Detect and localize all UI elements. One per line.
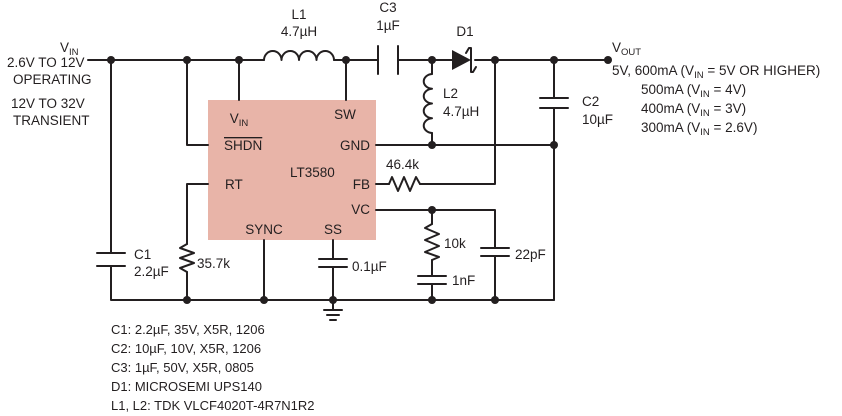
junction-dots — [107, 56, 612, 304]
css-value: 0.1µF — [352, 259, 387, 274]
capacitor-compensation — [417, 275, 447, 285]
input-range-transient: 12V TO 32V — [11, 96, 85, 111]
bom-line: C2: 10µF, 10V, X5R, 1206 — [111, 341, 261, 356]
l1-ref: L1 — [291, 7, 306, 22]
rc-value: 10k — [444, 236, 466, 251]
inductor-l2 — [422, 73, 433, 134]
l2-ref: L2 — [443, 86, 458, 101]
pin-vin: VIN — [230, 111, 249, 129]
resistor-rt-35k7 — [179, 243, 195, 273]
vout-label: VOUT — [612, 40, 641, 58]
resistor-fb-46k4 — [388, 176, 421, 192]
c3-value: 1µF — [376, 18, 400, 33]
c1-ref: C1 — [134, 247, 151, 262]
pin-fb: FB — [353, 177, 370, 192]
pin-shdn: SHDN — [224, 138, 262, 153]
c3-ref: C3 — [379, 0, 396, 15]
pin-vc: VC — [351, 202, 370, 217]
capacitor-soft-start — [318, 258, 348, 268]
c2-value: 10µF — [582, 112, 613, 127]
resistor-vc-10k — [424, 223, 440, 261]
input-operating-label: OPERATING — [13, 72, 92, 87]
pin-sw: SW — [334, 107, 356, 122]
input-transient-label: TRANSIENT — [13, 113, 90, 128]
ic-part-number: LT3580 — [290, 165, 335, 180]
rfb-value: 46.4k — [386, 157, 419, 172]
output-spec-line: 5V, 600mA (VIN = 5V OR HIGHER) — [612, 63, 820, 81]
capacitor-22pf — [480, 247, 510, 257]
capacitor-c3 — [377, 45, 399, 75]
d1-ref: D1 — [456, 24, 473, 39]
schottky-diode-d1 — [452, 47, 477, 73]
pin-gnd: GND — [340, 138, 370, 153]
cc-value: 1nF — [452, 273, 475, 288]
bom-line: D1: MICROSEMI UPS140 — [111, 379, 262, 394]
output-spec-line: 300mA (VIN = 2.6V) — [641, 120, 757, 138]
l2-value: 4.7µH — [443, 104, 479, 119]
bom-line: C1: 2.2µF, 35V, X5R, 1206 — [111, 322, 265, 337]
c2-ref: C2 — [582, 94, 599, 109]
input-range-operating: 2.6V TO 12V — [7, 55, 85, 70]
c1-value: 2.2µF — [134, 264, 169, 279]
output-spec-line: 500mA (VIN = 4V) — [641, 82, 746, 100]
vin-label: VIN — [60, 40, 79, 58]
cp-value: 22pF — [515, 247, 546, 262]
inductor-l1 — [263, 50, 335, 61]
pin-sync: SYNC — [245, 222, 283, 237]
rt-value: 35.7k — [197, 256, 230, 271]
capacitor-c2 — [539, 97, 569, 109]
bom-line: C3: 1µF, 50V, X5R, 0805 — [111, 360, 254, 375]
pin-ss: SS — [324, 222, 342, 237]
output-spec-line: 400mA (VIN = 3V) — [641, 101, 746, 119]
capacitor-c1 — [96, 252, 126, 267]
l1-value: 4.7µH — [281, 24, 317, 39]
pin-rt: RT — [225, 177, 243, 192]
lt3580-ic-body — [208, 100, 376, 240]
bom-line: L1, L2: TDK VLCF4020T-4R7N1R2 — [111, 398, 315, 413]
